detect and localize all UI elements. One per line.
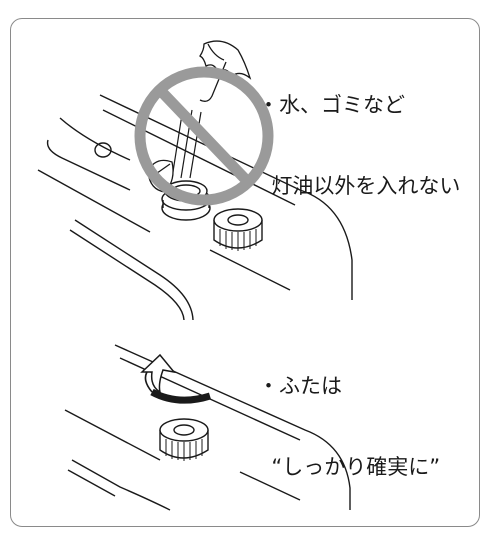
- diagram-frame: [10, 18, 480, 527]
- instruction-no-foreign-matter: ・水、ゴミなど 灯油以外を入れない: [258, 38, 460, 227]
- upper-tank-body: [37, 94, 353, 321]
- instruction-line: “しっかり確実に”: [258, 455, 441, 479]
- instruction-line: 灯油以外を入れない: [258, 174, 461, 198]
- lower-cap: [159, 418, 209, 461]
- instruction-line: ・ふたは: [258, 374, 342, 398]
- upper-cap: [213, 208, 263, 251]
- rotate-arrow-icon: [140, 353, 212, 404]
- instruction-line: ・水、ゴミなど: [258, 93, 405, 117]
- instruction-close-cap: ・ふたは “しっかり確実に”: [258, 319, 440, 508]
- prohibition-icon: [134, 66, 274, 206]
